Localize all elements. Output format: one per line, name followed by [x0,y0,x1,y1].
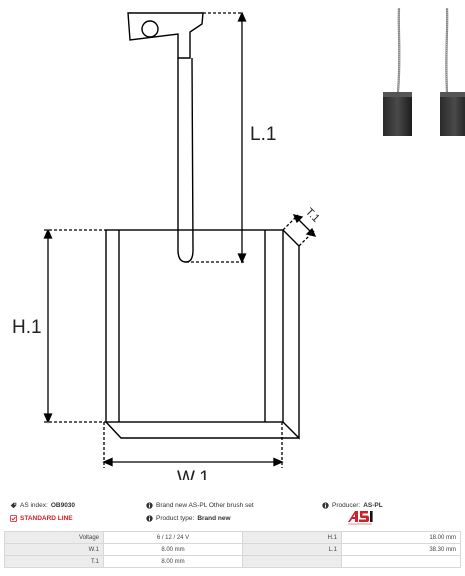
spec-value: 8.00 mm [103,543,243,556]
product-photo [383,7,465,136]
brand-new-info: Brand new AS-PL Other brush set [146,498,254,512]
dimension-label-t1: T.1 [303,206,322,225]
brush-photo-right [440,7,465,136]
brand-new-text: Brand new AS-PL Other brush set [156,501,254,509]
spec-value: 18.00 mm [341,531,461,544]
as-index-label: AS index: [20,501,48,509]
dimension-arrows [43,11,317,467]
spec-value: 6 / 12 / 24 V [103,531,243,544]
producer-value: AS-PL [363,501,383,509]
spec-key [242,555,342,568]
brush-wire [177,57,194,263]
product-type: Product type: Brand new [146,511,231,525]
table-row: T.1 8.00 mm [4,555,461,568]
technical-drawing: L.1 T.1 H.1 W.1 [12,11,322,480]
spec-key: T.1 [4,555,104,568]
spec-key: W.1 [4,543,104,556]
info-row-2: STANDARD LINE Product type: Brand new [0,511,465,525]
product-type-label: Product type: [156,514,195,522]
table-row: W.1 8.00 mm L.1 38.30 mm [4,543,461,556]
tag-icon [10,502,17,508]
spec-key: Voltage [4,531,104,544]
brush-photo-left [383,7,412,136]
info-icon [322,501,329,509]
producer: Producer: AS-PL [322,498,383,512]
info-row-1: AS index: OB9030 Brand new AS-PL Other b… [0,498,465,512]
spec-value: 38.30 mm [341,543,461,556]
dimension-label-l1: L.1 [250,124,276,145]
product-type-value: Brand new [197,514,231,522]
as-pl-logo [348,511,373,525]
spec-table: Voltage 6 / 12 / 24 V H.1 18.00 mm W.1 8… [4,531,461,568]
dimension-label-h1: H.1 [12,317,42,338]
dimension-label-w1: W.1 [177,468,210,480]
brush-terminal [127,12,204,59]
as-index: AS index: OB9030 [10,498,75,512]
dimension-lines [44,12,315,468]
spec-key: H.1 [242,531,342,544]
spec-value [341,555,461,568]
info-icon [146,514,153,522]
standard-line: STANDARD LINE [10,511,73,525]
table-row: Voltage 6 / 12 / 24 V H.1 18.00 mm [4,531,461,544]
brush-body [105,229,300,440]
standard-line-label: STANDARD LINE [20,514,73,522]
spec-key: L.1 [242,543,342,556]
info-icon [146,501,153,509]
spec-value: 8.00 mm [103,555,243,568]
producer-label: Producer: [332,501,361,509]
as-index-value: OB9030 [50,501,76,509]
check-badge-icon [10,514,17,522]
